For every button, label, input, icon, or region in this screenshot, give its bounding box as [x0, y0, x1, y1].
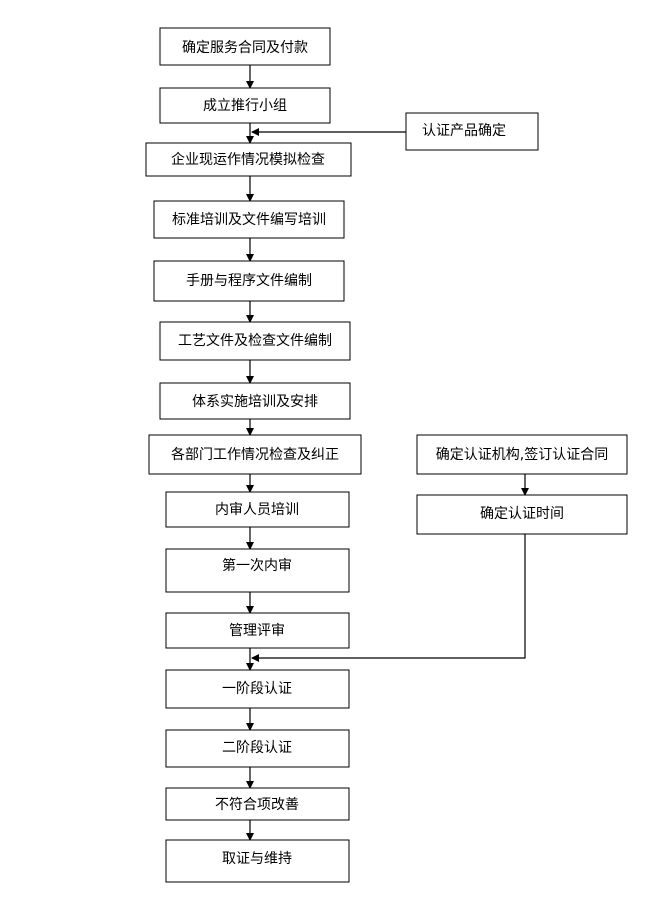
side-body: 确定认证机构,签订认证合同	[416, 434, 628, 475]
step-1-label: 确定服务合同及付款	[182, 40, 308, 56]
step-7: 体系实施培训及安排	[159, 382, 351, 420]
step-13: 二阶段认证	[165, 729, 350, 768]
side-product: 认证产品确定	[405, 112, 539, 151]
step-15: 取证与维持	[165, 839, 350, 883]
step-1: 确定服务合同及付款	[159, 27, 331, 66]
side-body-label: 确定认证机构,签订认证合同	[436, 446, 608, 463]
step-14: 不符合项改善	[165, 787, 350, 821]
step-8: 各部门工作情况检查及纠正	[148, 434, 362, 475]
step-2-label: 成立推行小组	[203, 98, 287, 114]
main-steps: 确定服务合同及付款 成立推行小组 企业现运作情况模拟检查 标准培训及文件编写培训…	[145, 27, 362, 883]
step-13-label: 二阶段认证	[222, 740, 292, 756]
side-time: 确定认证时间	[416, 494, 628, 535]
step-4: 标准培训及文件编写培训	[153, 200, 345, 239]
step-15-label: 取证与维持	[222, 851, 292, 867]
step-11: 管理评审	[165, 612, 350, 649]
step-2: 成立推行小组	[159, 87, 331, 124]
step-4-label: 标准培训及文件编写培训	[172, 212, 326, 228]
step-14-label: 不符合项改善	[215, 797, 299, 813]
step-12-label: 一阶段认证	[222, 681, 292, 697]
step-9: 内审人员培训	[165, 491, 350, 528]
step-10: 第一次内审	[165, 548, 350, 593]
step-9-label: 内审人员培训	[215, 502, 299, 518]
step-7-label: 体系实施培训及安排	[192, 394, 318, 410]
step-5-label: 手册与程序文件编制	[186, 273, 312, 289]
step-5: 手册与程序文件编制	[153, 260, 345, 302]
side-connectors	[251, 128, 529, 662]
side-product-label: 认证产品确定	[422, 123, 506, 139]
step-12: 一阶段认证	[165, 669, 350, 709]
step-10-label: 第一次内审	[222, 557, 292, 574]
side-time-label: 确定认证时间	[480, 506, 564, 522]
side-steps: 认证产品确定 确定认证机构,签订认证合同 确定认证时间	[405, 112, 628, 535]
step-3-label: 企业现运作情况模拟检查	[171, 151, 325, 168]
step-3: 企业现运作情况模拟检查	[145, 142, 352, 177]
arrow-time-to-main	[251, 534, 526, 662]
step-6-label: 工艺文件及检查文件编制	[178, 333, 332, 349]
step-6: 工艺文件及检查文件编制	[159, 321, 351, 361]
step-11-label: 管理评审	[229, 623, 285, 639]
step-8-label: 各部门工作情况检查及纠正	[171, 447, 339, 463]
